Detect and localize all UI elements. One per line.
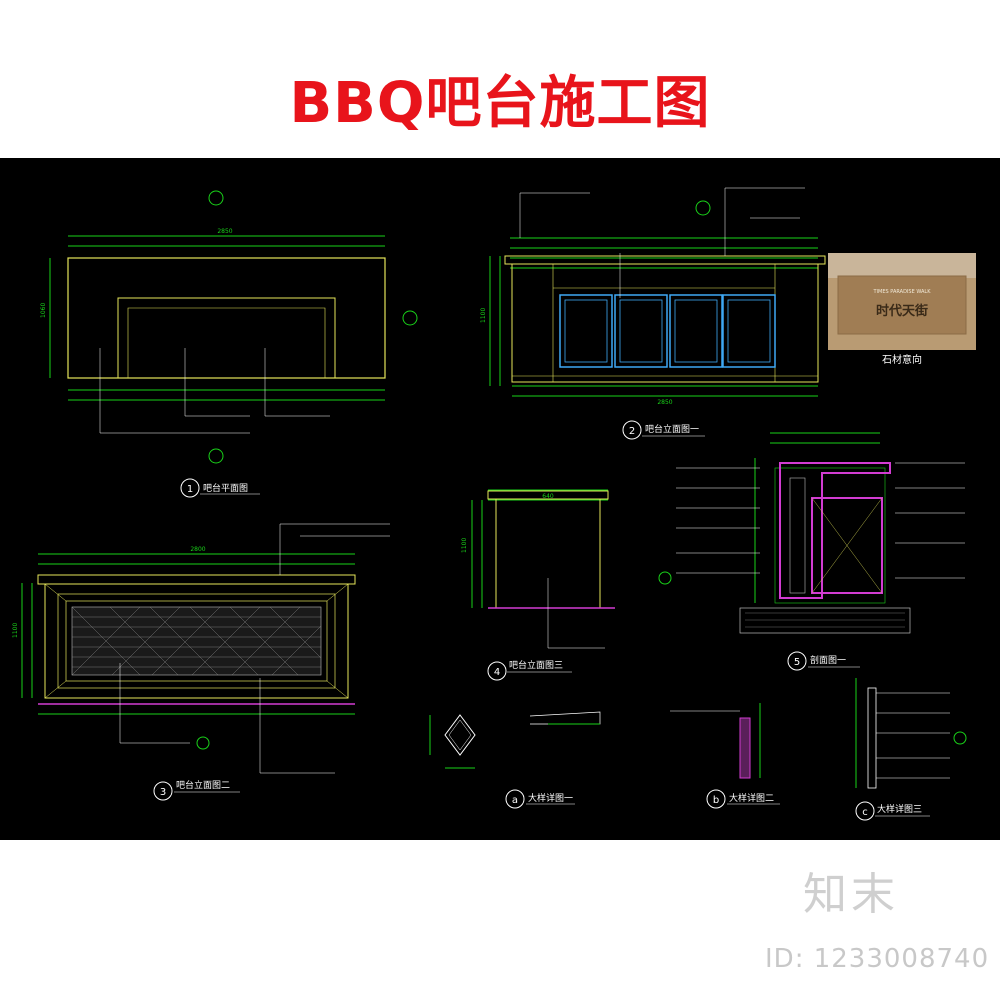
plan-total-dim: 2850: [217, 228, 232, 235]
view-3-label: 吧台立面图二: [176, 779, 230, 791]
elev3-side-dim: 1100: [461, 538, 468, 553]
view-a-label: 大样详图一: [528, 792, 573, 804]
brand-logo: 知末: [803, 869, 899, 920]
view-5-callout: [787, 651, 807, 671]
detail-a-view: a 大样详图一: [429, 711, 601, 809]
view-5-label: 剖面图一: [810, 654, 846, 666]
view-4-number: 4: [494, 667, 500, 678]
photo-sign-text: TIMES PARADISE WALK: [873, 289, 932, 295]
elev2-total-dim: 2800: [190, 546, 205, 553]
page-title: BBQ吧台施工图: [289, 71, 711, 136]
view-b-label: 大样详图二: [729, 792, 774, 804]
view-2-callout: [622, 420, 642, 440]
cad-drawing-canvas: 2850 1060 1 吧台平面图 1100: [0, 158, 1000, 840]
detail-b-view: b 大样详图二: [670, 703, 780, 809]
view-1-label: 吧台平面图: [203, 482, 248, 494]
bar-plan-view: 2850 1060 1 吧台平面图: [40, 190, 418, 498]
plan-side-dim: 1060: [40, 303, 47, 318]
view-4-callout: [487, 661, 507, 681]
view-1-callout: [180, 478, 200, 498]
view-4-label: 吧台立面图三: [509, 659, 563, 671]
elev1-side-dim: 1100: [480, 308, 487, 323]
photo-sign-cn: 时代天街: [876, 303, 928, 319]
stone-material-photo: TIMES PARADISE WALK 时代天街 石材意向: [828, 253, 976, 366]
image-id-label: ID: 1233008740: [765, 944, 990, 974]
view-c-number: c: [862, 807, 868, 818]
detail-c-view: c 大样详图三: [855, 678, 967, 821]
view-5-number: 5: [794, 657, 800, 668]
view-c-label: 大样详图三: [877, 803, 922, 815]
cad-drawing-svg: 2850 1060 1 吧台平面图 1100: [12, 187, 976, 821]
view-c-callout: [855, 801, 875, 821]
bar-elevation-1-view: 1100 2850 2 吧台立面图一: [480, 187, 826, 440]
elev2-side-dim: 1100: [12, 623, 19, 638]
photo-caption: 石材意向: [882, 353, 922, 366]
bar-elevation-3-view: 640 1100 4 吧台立面图三: [461, 489, 615, 681]
elev3-top-dim: 640: [542, 493, 554, 500]
elev1-total-dim: 2850: [657, 399, 672, 406]
section-1-view: 5 剖面图一: [658, 432, 965, 671]
view-a-callout: [505, 789, 525, 809]
view-2-label: 吧台立面图一: [645, 423, 699, 435]
bar-elevation-2-view: 2800 1100: [12, 523, 390, 801]
view-a-number: a: [512, 795, 518, 806]
view-b-callout: [706, 789, 726, 809]
view-3-number: 3: [160, 787, 166, 798]
view-1-number: 1: [187, 484, 193, 495]
view-2-number: 2: [629, 426, 635, 437]
view-b-number: b: [713, 795, 719, 806]
view-3-callout: [153, 781, 173, 801]
